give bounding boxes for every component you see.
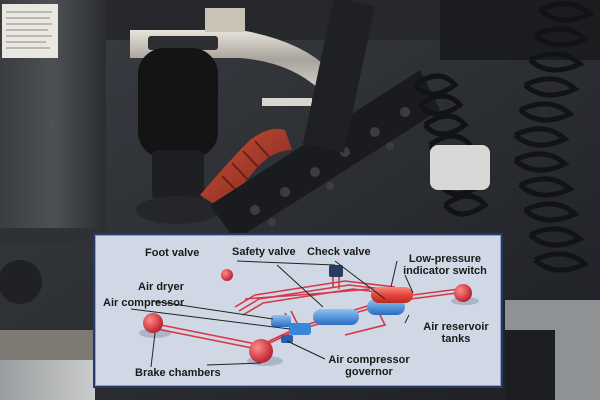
chrome-fitting: [205, 8, 245, 32]
governor-unit: [281, 335, 293, 343]
hose-ribs: [221, 140, 271, 193]
air-brake-schematic: [130, 260, 479, 368]
air-brake-diagram: Foot valve Safety valve Check valve Low-…: [93, 233, 503, 388]
label-governor-line1: Air compressor: [328, 354, 410, 366]
label-foot-valve: Foot valve: [145, 247, 200, 259]
label-governor: Air compressor governor: [321, 354, 417, 378]
label-low-pressure-line1: Low-pressure: [408, 253, 482, 265]
warning-sticker: [2, 4, 58, 58]
air-bellows-piston: [152, 150, 204, 200]
lower-left-wheel-hub: [0, 260, 42, 304]
label-air-reservoir-tanks: Air reservoir tanks: [411, 321, 501, 345]
air-bellows-base: [136, 196, 220, 224]
brake-chamber-top: [221, 269, 233, 281]
label-safety-valve: Safety valve: [232, 246, 296, 258]
red-intake-hose: [200, 128, 292, 208]
white-air-tank: [430, 145, 490, 190]
ground-left: [0, 360, 95, 400]
air-dryer-unit: [271, 315, 291, 327]
label-low-pressure-line2: indicator switch: [403, 265, 487, 277]
low-pressure-tank: [371, 287, 413, 303]
label-air-compressor: Air compressor: [103, 297, 185, 309]
frame-member: [210, 70, 440, 240]
air-bellows-top-plate: [148, 36, 218, 50]
sticker-text-lines: [6, 11, 52, 49]
air-bellows: [138, 48, 218, 158]
brake-chamber-mid: [249, 339, 273, 363]
brake-chamber-right: [454, 284, 472, 302]
rear-frame-dark: [505, 330, 555, 400]
vertical-bracket: [302, 0, 376, 153]
label-low-pressure-switch: Low-pressure indicator switch: [393, 253, 497, 277]
foot-valve-unit: [329, 265, 343, 277]
leader-lines: [130, 260, 414, 368]
label-air-reservoir-line2: tanks: [441, 333, 471, 345]
tank-bracket: [0, 228, 110, 244]
label-check-valve: Check valve: [307, 246, 371, 258]
air-compressor-unit: [289, 323, 311, 335]
label-governor-line2: governor: [345, 366, 393, 378]
brake-chamber-left: [143, 313, 163, 333]
air-reservoir-tank-1: [313, 309, 359, 325]
label-brake-chambers: Brake chambers: [135, 367, 221, 379]
label-air-reservoir-line1: Air reservoir: [423, 321, 489, 333]
label-air-dryer: Air dryer: [138, 281, 184, 293]
hose-clamp: [262, 98, 312, 106]
exhaust-pipe: [0, 330, 95, 360]
